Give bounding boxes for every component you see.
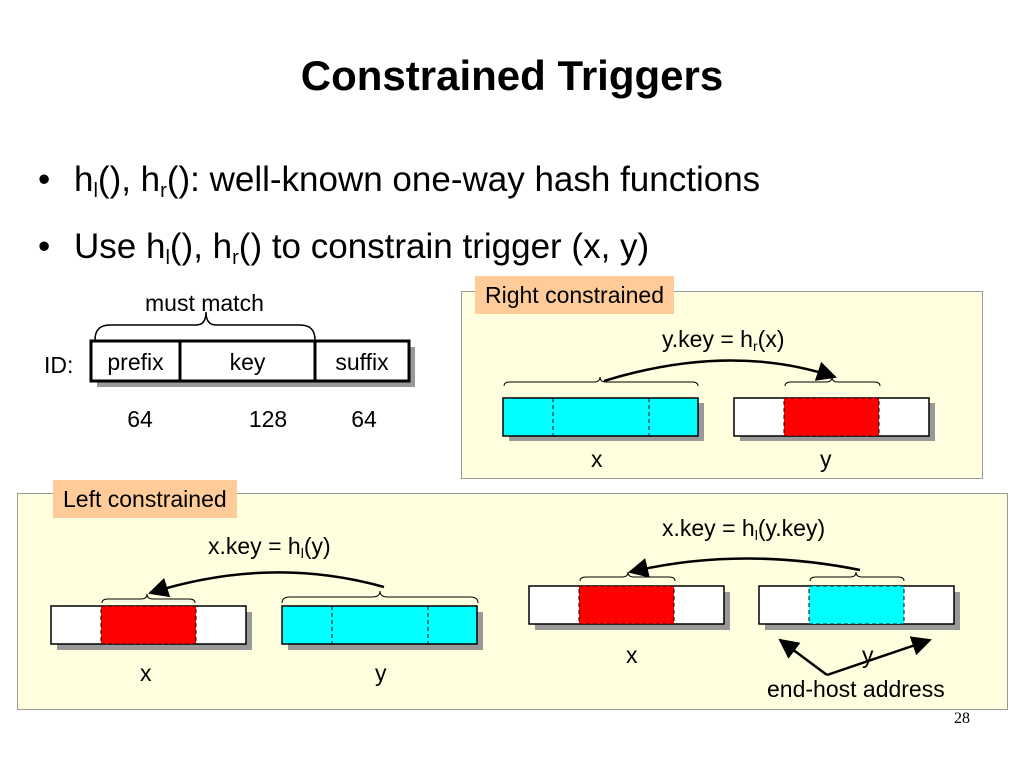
left-x2-label: x <box>626 642 638 668</box>
left-y1-label: y <box>375 660 387 686</box>
brace-left-y1 <box>281 590 479 604</box>
bullet-marker: • <box>38 227 51 266</box>
left-trigger-x2 <box>528 585 730 630</box>
brace-left-x1 <box>101 593 196 604</box>
end-host-arrow-left <box>778 638 828 677</box>
key-field <box>808 585 905 625</box>
right-constrained-panel <box>461 291 983 479</box>
id-box <box>89 339 411 383</box>
brace-right-x <box>503 376 699 387</box>
left-trigger-y2 <box>758 585 960 630</box>
field-key: key <box>229 349 266 375</box>
id-label: ID: <box>44 352 74 378</box>
x-box <box>502 397 699 437</box>
left-constrained-tag: Left constrained <box>53 480 237 518</box>
left-y2-label: y <box>862 642 874 668</box>
right-equation: y.key = hr(x) <box>662 326 785 354</box>
left-equation-1: x.key = hl(y) <box>208 533 331 561</box>
end-host-arrow-right <box>826 636 932 677</box>
brace-right-y <box>784 376 881 387</box>
brace-left-x2 <box>579 571 676 582</box>
bullet-list: •hl(), hr(): well-known one-way hash fun… <box>38 152 760 286</box>
right-trigger-y <box>733 397 935 441</box>
field-prefix: prefix <box>107 349 164 375</box>
key-field <box>783 397 880 437</box>
left-x1-label: x <box>140 660 152 686</box>
left-equation-2: x.key = hl(y.key) <box>662 515 826 543</box>
bullet-marker: • <box>38 160 51 199</box>
bullet-item-2: •Use hl(), hr() to constrain trigger (x,… <box>38 219 760 286</box>
right-x-label: x <box>591 446 603 472</box>
right-constrained-tag: Right constrained <box>475 276 674 314</box>
left-trigger-y1 <box>281 605 483 650</box>
bullet-item-1: •hl(), hr(): well-known one-way hash fun… <box>38 152 760 219</box>
arrow-left-constrained-1 <box>148 571 385 598</box>
left-trigger-x1 <box>50 605 252 650</box>
id-field-block <box>89 339 415 387</box>
field-suffix: suffix <box>335 349 389 375</box>
must-match-brace <box>94 311 316 341</box>
arrow-right-constrained <box>603 359 837 383</box>
bits-suffix: 64 <box>351 406 377 432</box>
bits-prefix: 64 <box>127 406 153 432</box>
key-field <box>578 585 675 625</box>
arrow-left-constrained-2 <box>628 557 861 578</box>
bits-key: 128 <box>248 406 288 432</box>
key-field <box>100 605 197 645</box>
brace-left-y2 <box>809 571 905 582</box>
end-host-address-label: end-host address <box>767 676 945 702</box>
right-trigger-x <box>502 397 704 441</box>
must-match-label: must match <box>145 290 264 316</box>
right-y-label: y <box>820 446 832 472</box>
slide-number: 28 <box>954 710 970 727</box>
slide-title: Constrained Triggers <box>300 52 724 99</box>
y-box <box>281 605 478 645</box>
